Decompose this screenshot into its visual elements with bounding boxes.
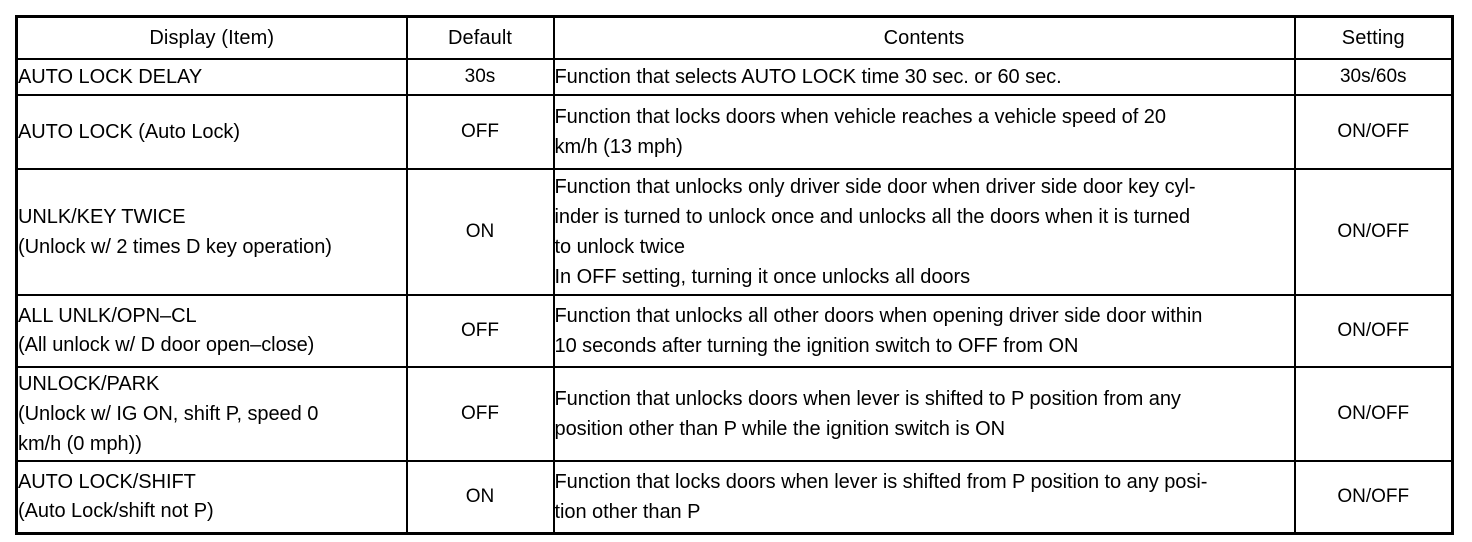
cell-contents: Function that locks doors when lever is … — [552, 460, 1296, 535]
table-row: AUTO LOCK (Auto Lock) OFF Function that … — [15, 94, 1454, 170]
cell-display-item: AUTO LOCK (Auto Lock) — [15, 94, 408, 170]
cell-default: 30s — [405, 58, 555, 96]
cell-default: OFF — [405, 94, 555, 170]
table-row: ALL UNLK/OPN–CL (All unlock w/ D door op… — [15, 294, 1454, 368]
table-body: AUTO LOCK DELAY 30s Function that select… — [15, 58, 1454, 535]
cell-contents: Function that unlocks all other doors wh… — [552, 294, 1296, 368]
cell-display-item: ALL UNLK/OPN–CL (All unlock w/ D door op… — [15, 294, 408, 368]
door-lock-function-settings-table: Display (Item) Default Contents Setting … — [15, 15, 1454, 535]
cell-contents: Function that locks doors when vehicle r… — [552, 94, 1296, 170]
cell-setting: ON/OFF — [1293, 168, 1454, 296]
cell-setting: ON/OFF — [1293, 460, 1454, 535]
table-row: UNLOCK/PARK (Unlock w/ IG ON, shift P, s… — [15, 366, 1454, 462]
cell-default: ON — [405, 460, 555, 535]
cell-default: OFF — [405, 294, 555, 368]
cell-display-item: AUTO LOCK/SHIFT (Auto Lock/shift not P) — [15, 460, 408, 535]
cell-display-item: UNLK/KEY TWICE (Unlock w/ 2 times D key … — [15, 168, 408, 296]
cell-setting: ON/OFF — [1293, 294, 1454, 368]
cell-setting: ON/OFF — [1293, 366, 1454, 462]
column-header-default: Default — [405, 15, 555, 60]
cell-default: OFF — [405, 366, 555, 462]
table-row: UNLK/KEY TWICE (Unlock w/ 2 times D key … — [15, 168, 1454, 296]
cell-setting: ON/OFF — [1293, 94, 1454, 170]
cell-contents: Function that unlocks only driver side d… — [552, 168, 1296, 296]
cell-contents: Function that unlocks doors when lever i… — [552, 366, 1296, 462]
table-header-row: Display (Item) Default Contents Setting — [15, 15, 1454, 60]
table-header: Display (Item) Default Contents Setting — [15, 15, 1454, 60]
cell-display-item: UNLOCK/PARK (Unlock w/ IG ON, shift P, s… — [15, 366, 408, 462]
column-header-contents: Contents — [552, 15, 1296, 60]
table-row: AUTO LOCK DELAY 30s Function that select… — [15, 58, 1454, 96]
table-row: AUTO LOCK/SHIFT (Auto Lock/shift not P) … — [15, 460, 1454, 535]
cell-setting: 30s/60s — [1293, 58, 1454, 96]
column-header-setting: Setting — [1293, 15, 1454, 60]
column-header-display-item: Display (Item) — [15, 15, 408, 60]
cell-default: ON — [405, 168, 555, 296]
cell-display-item: AUTO LOCK DELAY — [15, 58, 408, 96]
cell-contents: Function that selects AUTO LOCK time 30 … — [552, 58, 1296, 96]
